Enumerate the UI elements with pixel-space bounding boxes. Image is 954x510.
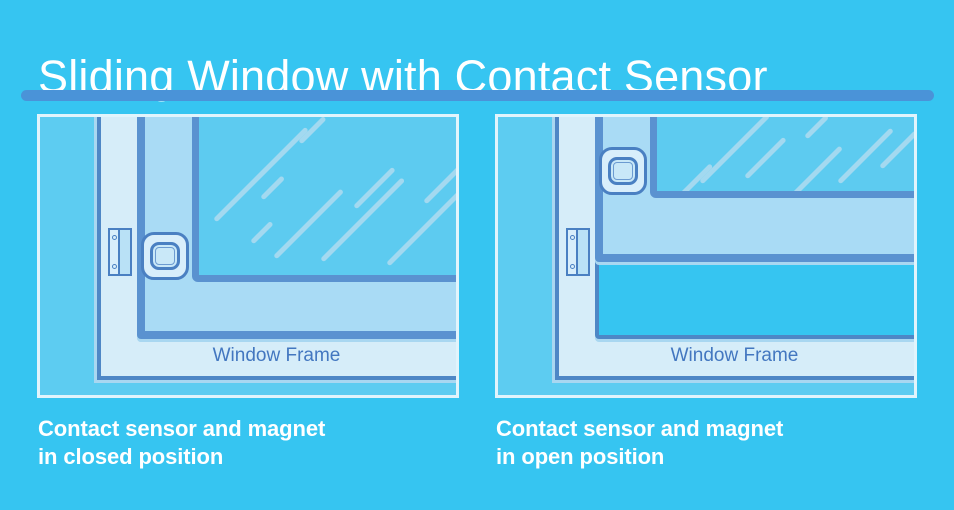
caption-line: Contact sensor and magnet — [38, 416, 326, 441]
glass-reflection-streak — [320, 177, 406, 263]
screw-icon — [570, 235, 575, 240]
contact-sensor-face — [150, 242, 180, 270]
glass-reflection-streak — [250, 220, 274, 245]
magnet-plate — [118, 230, 130, 274]
window-frame-label: Window Frame — [670, 345, 799, 366]
glass-reflection-streak — [699, 117, 770, 185]
magnet-illustration — [566, 228, 590, 276]
screw-icon — [112, 264, 117, 269]
screw-icon — [112, 235, 117, 240]
screw-icon — [570, 264, 575, 269]
caption-closed: Contact sensor and magnet in closed posi… — [38, 415, 438, 471]
caption-line: Contact sensor and magnet — [496, 416, 784, 441]
window-glass — [650, 117, 914, 198]
glass-reflection-streak — [804, 117, 829, 140]
window-frame-label: Window Frame — [212, 345, 341, 366]
glass-reflection-streak — [386, 184, 456, 267]
diagram-panel-open: Window Frame — [495, 114, 917, 398]
magnet-illustration — [108, 228, 132, 276]
caption-open: Contact sensor and magnet in open positi… — [496, 415, 896, 471]
glass-reflection-streak — [260, 175, 285, 201]
glass-reflection-streak — [744, 136, 787, 180]
title-divider-bar — [21, 90, 934, 101]
glass-reflection-streak — [779, 145, 843, 191]
contact-sensor-illustration — [599, 147, 647, 195]
contact-sensor-face — [608, 157, 638, 185]
magnet-plate — [576, 230, 588, 274]
diagram-panel-closed: Window Frame — [37, 114, 459, 398]
window-glass — [192, 117, 456, 282]
glass-reflection-streak — [837, 127, 894, 185]
glass-reflection-streak — [213, 126, 309, 223]
caption-line: in open position — [496, 444, 665, 469]
caption-line: in closed position — [38, 444, 224, 469]
contact-sensor-illustration — [141, 232, 189, 280]
